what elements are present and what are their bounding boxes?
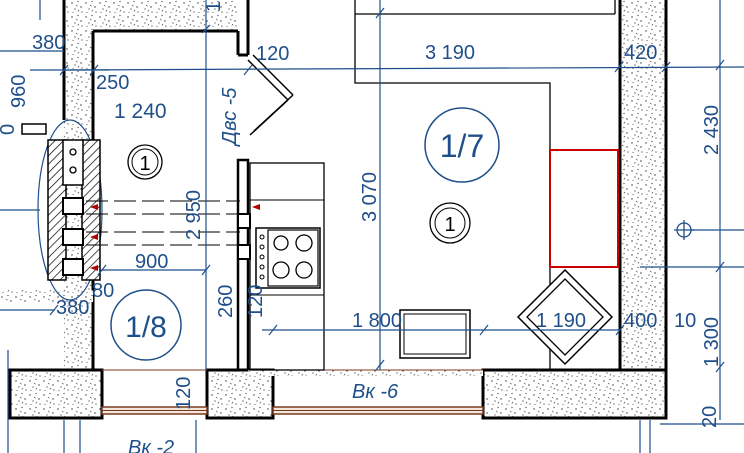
dim-120-top: 120	[256, 43, 289, 65]
element-tags: Двс -5 Вк -6 Вк -2	[128, 87, 399, 453]
window-sills	[101, 369, 484, 415]
pipe-lines	[86, 200, 240, 246]
marker-label-a: 1	[139, 153, 150, 175]
dim-20: 20	[699, 406, 721, 428]
stove-cabinet	[249, 162, 325, 371]
diamond-fixture	[516, 268, 614, 366]
dim-0-left: 0	[0, 124, 19, 135]
room-label-1-7: 1/7	[440, 128, 484, 164]
window-tag-2: Вк -2	[128, 437, 174, 453]
dim-1240: 1 240	[114, 100, 167, 123]
dim-380-mid: 380	[56, 297, 89, 319]
highlight-box	[549, 149, 619, 268]
dim-400: 400	[624, 310, 657, 332]
window-tag-1: Вк -6	[352, 381, 399, 403]
dim-900: 900	[135, 251, 168, 273]
dim-1190: 1 190	[536, 310, 586, 332]
dim-380-top: 380	[32, 32, 65, 54]
pipe-arrows	[90, 204, 260, 271]
room-label-1-8: 1/8	[125, 311, 167, 344]
room-labels: 1/7 1/8 1 1	[125, 128, 484, 344]
dim-420: 420	[624, 42, 657, 64]
dim-3190: 3 190	[425, 42, 475, 64]
dim-960: 960	[8, 75, 30, 108]
dim-2950: 2 950	[183, 190, 205, 240]
dim-10: 10	[674, 310, 696, 332]
dim-120-mid: 120	[245, 285, 267, 318]
dim-250: 250	[96, 72, 129, 94]
radiator	[399, 309, 471, 359]
riser-shaft	[21, 119, 103, 301]
dim-260: 260	[215, 285, 237, 318]
dim-1300: 1 300	[701, 317, 723, 367]
dim-1-top: 1	[203, 1, 225, 12]
door-swing	[247, 54, 294, 136]
dim-80: 80	[92, 280, 114, 302]
axis-marker-icon	[674, 220, 694, 240]
door-tag: Двс -5	[219, 87, 241, 147]
stove-icon	[255, 227, 321, 289]
marker-label-b: 1	[444, 214, 455, 236]
walls	[0, 0, 668, 420]
dim-3070: 3 070	[359, 172, 381, 222]
dim-2430: 2 430	[701, 105, 723, 155]
room-circles	[110, 107, 500, 361]
dim-120-bottom: 120	[173, 377, 195, 410]
dim-1800: 1 800	[352, 310, 402, 332]
dimension-labels: 380 960 250 120 3 190 420 2 430 1 240 2 …	[0, 1, 723, 428]
